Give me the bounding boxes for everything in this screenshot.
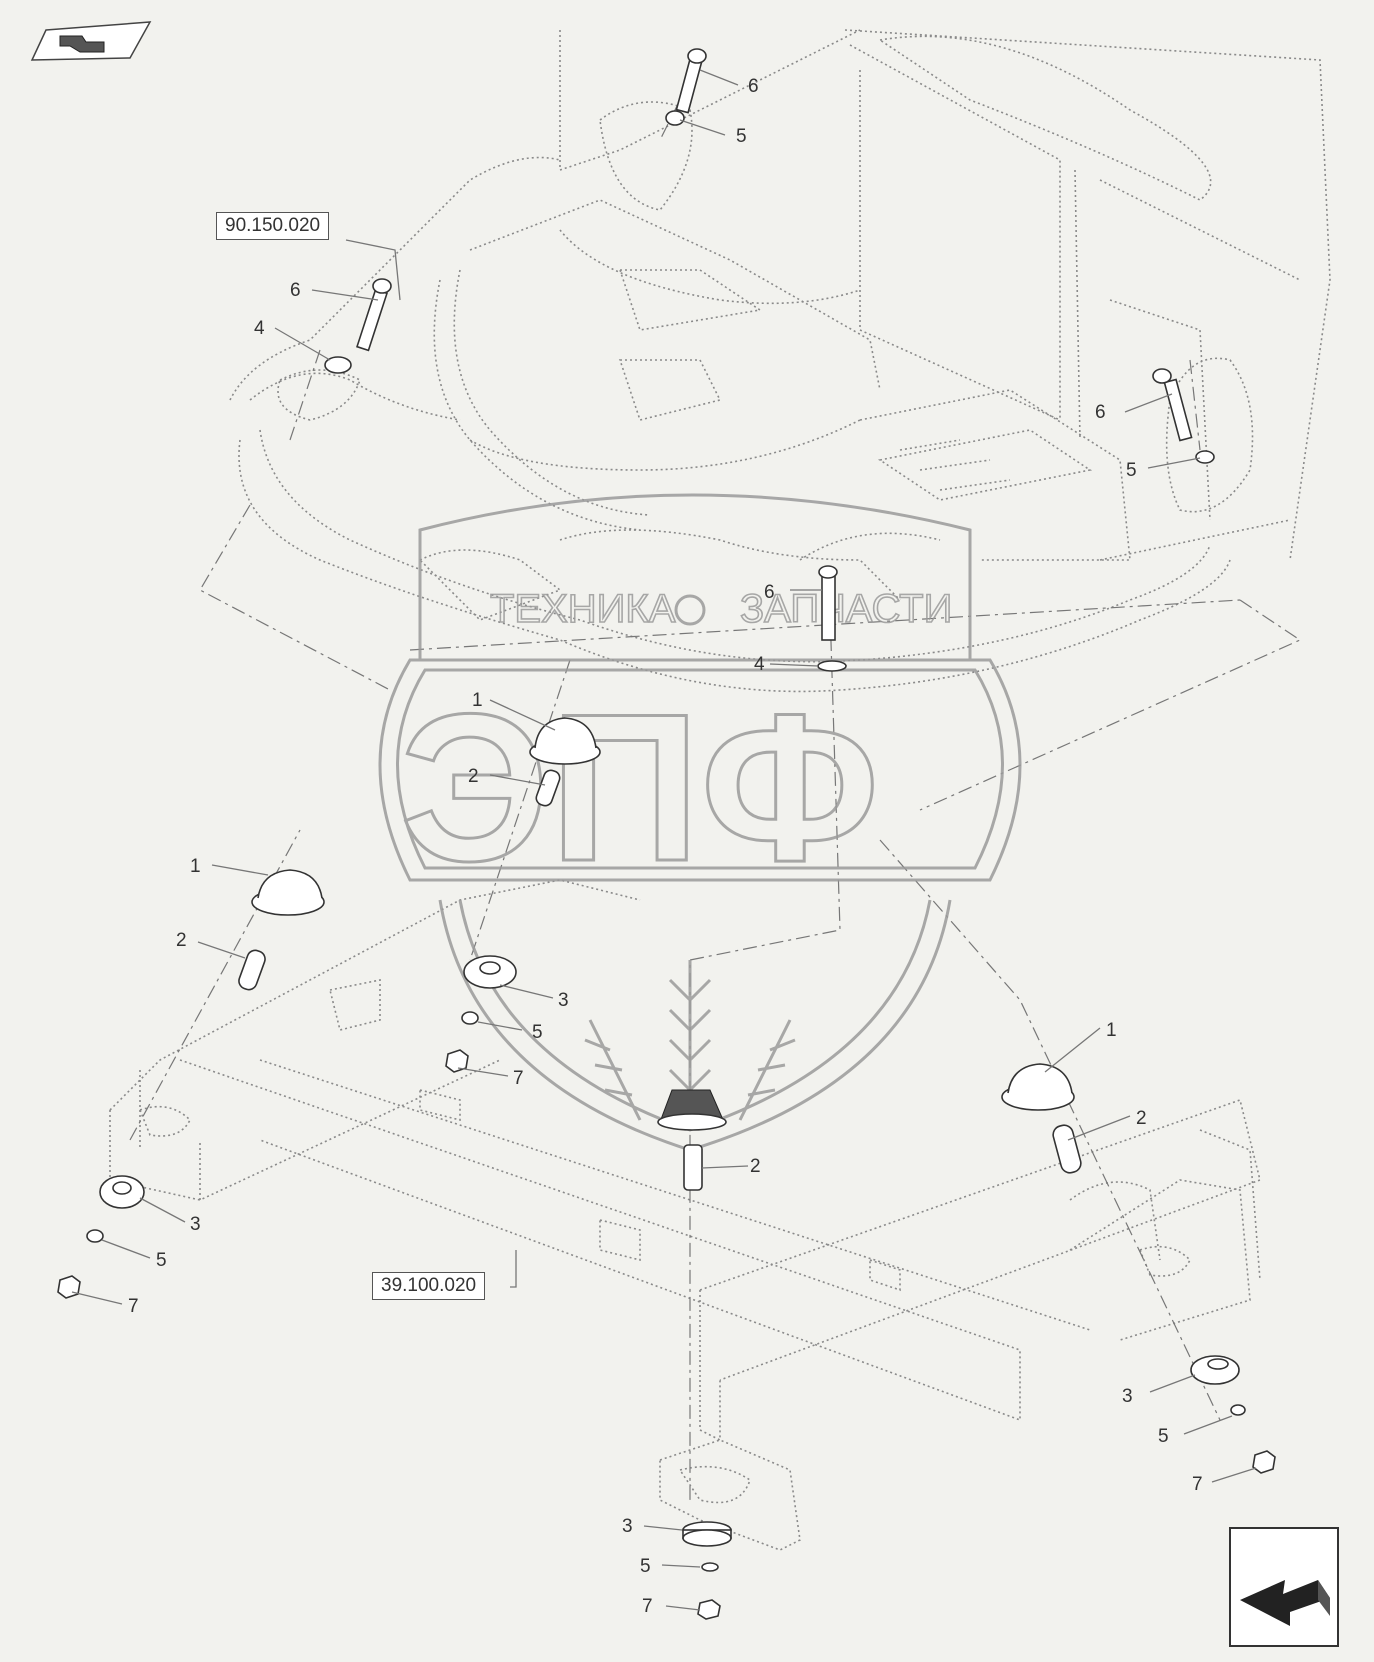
callout-number: 3	[1122, 1386, 1133, 1407]
rebound-washer-center-left	[463, 955, 517, 989]
washer-center	[817, 660, 847, 672]
nut-left	[57, 1275, 81, 1299]
callout-number: 5	[736, 126, 747, 147]
bolt-center	[818, 565, 838, 641]
cab-reference-label[interactable]: 90.150.020	[216, 212, 330, 240]
callout-number: 1	[472, 690, 483, 711]
watermark-text-left: ТЕХНИКА	[490, 587, 676, 631]
callout-number: 7	[513, 1068, 524, 1089]
spacer-left	[238, 949, 266, 991]
callout-number: 5	[1158, 1426, 1169, 1447]
watermark-shield: ТЕХНИКА ЗАПЧАСТИ ЭПФ	[378, 493, 1022, 1152]
lock-washer-center-left	[461, 1011, 479, 1025]
callout-number: 3	[558, 990, 569, 1011]
rebound-washer-right	[1190, 1355, 1240, 1385]
nut-center-left	[445, 1049, 469, 1073]
callout-number: 4	[254, 318, 265, 339]
callout-number: 5	[156, 1250, 167, 1271]
callout-number: 3	[622, 1516, 633, 1537]
bolt-left	[356, 278, 392, 352]
lock-washer-right	[1230, 1404, 1246, 1416]
lock-washer-left	[86, 1229, 104, 1243]
callout-number: 5	[532, 1022, 543, 1043]
spacer-center	[683, 1144, 703, 1191]
callout-number: 7	[1192, 1474, 1203, 1495]
rebound-washer-left	[99, 1175, 145, 1209]
nut-right	[1252, 1450, 1276, 1474]
lock-washer-bottom	[701, 1562, 719, 1572]
watermark-big-letters: ЭПФ	[400, 670, 880, 905]
next-page-arrow-icon[interactable]	[1229, 1527, 1339, 1647]
washer-left	[324, 356, 352, 374]
watermark-gear-icon	[674, 594, 706, 626]
isolator-center	[657, 1089, 727, 1131]
callout-number: 4	[754, 654, 765, 675]
nut-bottom	[697, 1599, 721, 1620]
callout-number: 6	[290, 280, 301, 301]
bolt-right	[1152, 368, 1193, 442]
callout-number: 1	[190, 856, 201, 877]
callout-number: 6	[748, 76, 759, 97]
isolator-left	[251, 869, 325, 916]
spacer-upper-center	[535, 769, 561, 807]
callout-number: 2	[1136, 1108, 1147, 1129]
callout-number: 2	[468, 766, 479, 787]
callout-number: 6	[1095, 402, 1106, 423]
callout-number: 1	[1106, 1020, 1117, 1041]
bolt-top-center	[675, 48, 707, 114]
callout-number: 7	[642, 1596, 653, 1617]
parts	[57, 48, 1276, 1620]
callout-number: 2	[750, 1156, 761, 1177]
callout-number: 2	[176, 930, 187, 951]
spacer-right	[1052, 1124, 1082, 1174]
cab-outline	[229, 29, 1331, 693]
frame-outline	[109, 879, 1261, 1551]
callout-number: 6	[764, 582, 775, 603]
isolator-right	[1001, 1063, 1075, 1111]
callout-number: 7	[128, 1296, 139, 1317]
rebound-washer-bottom	[682, 1521, 732, 1547]
leader-lines	[71, 69, 1257, 1611]
watermark-text-right: ЗАПЧАСТИ	[740, 587, 952, 631]
washer-right	[1195, 450, 1215, 464]
callout-numbers: 6 5 6 4 6 5 6 4 1 2 1 2 3 5 7 1 2 2 3 5 …	[128, 76, 1203, 1617]
frame-reference-label[interactable]: 39.100.020	[372, 1272, 486, 1300]
previous-page-arrow-icon[interactable]	[30, 21, 152, 61]
callout-number: 3	[190, 1214, 201, 1235]
isolator-upper-center	[529, 717, 601, 765]
callout-number: 5	[1126, 460, 1137, 481]
callout-number: 5	[640, 1556, 651, 1577]
washer-top-center	[665, 110, 685, 126]
